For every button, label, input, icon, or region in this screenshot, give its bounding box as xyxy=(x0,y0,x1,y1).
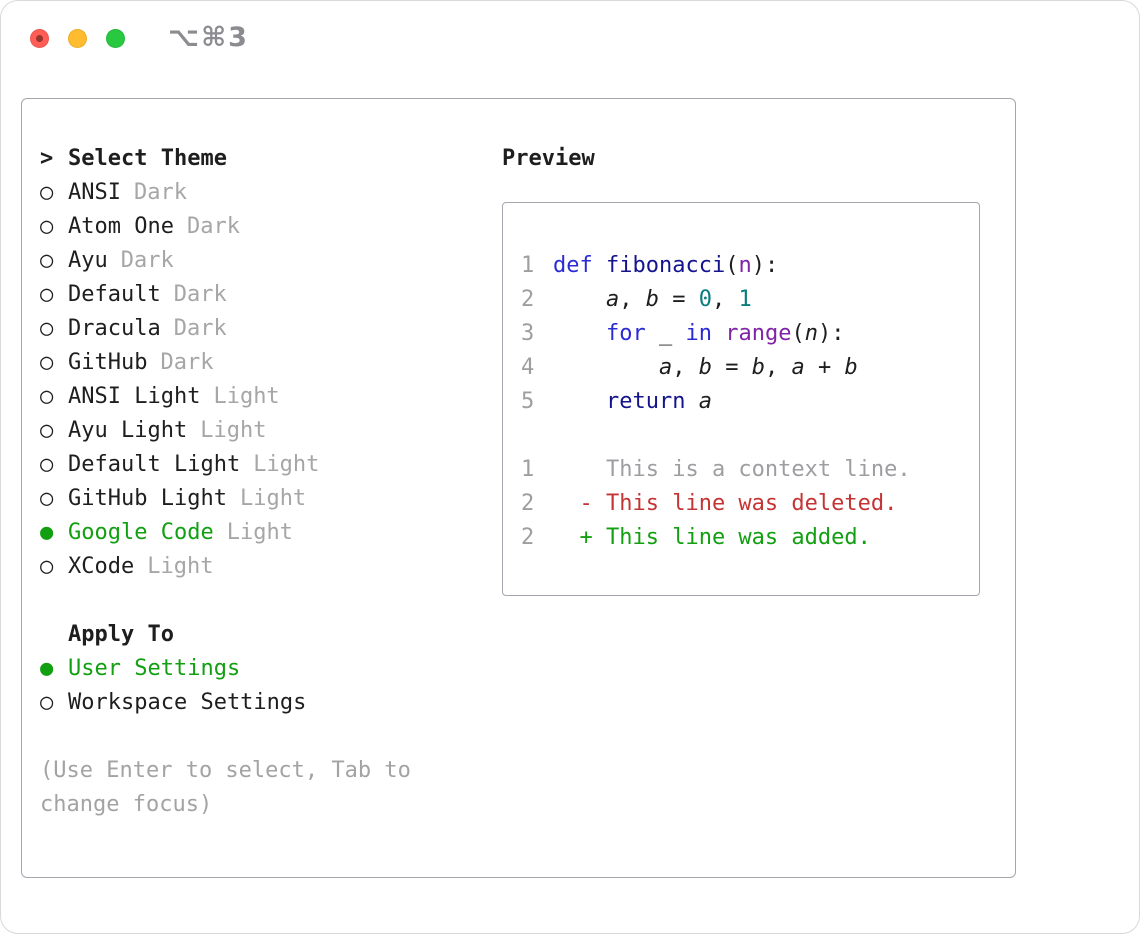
line-number: 2 xyxy=(521,525,535,550)
theme-name: Default xyxy=(68,282,161,307)
apply-to-header: Apply To xyxy=(68,622,174,647)
theme-option[interactable]: ○ GitHub Light Light xyxy=(40,482,502,516)
theme-option[interactable]: ○ Default Light Light xyxy=(40,448,502,482)
radio-icon: ○ xyxy=(40,418,54,443)
line-number: 1 xyxy=(521,253,535,278)
radio-icon: ○ xyxy=(40,486,54,511)
theme-name: Ayu Light xyxy=(68,418,188,443)
radio-icon: ○ xyxy=(40,214,54,239)
theme-variant: Light xyxy=(253,452,320,477)
preview-title: Preview xyxy=(502,146,595,171)
theme-variant: Dark xyxy=(173,316,227,341)
radio-icon: ○ xyxy=(40,350,54,375)
theme-name: XCode xyxy=(68,554,135,579)
line-number: 1 xyxy=(521,457,535,482)
zoom-button[interactable] xyxy=(106,29,125,48)
theme-name: Default Light xyxy=(68,452,241,477)
diff-line: 2 - This line was deleted. xyxy=(521,487,961,521)
theme-option[interactable]: ○ Default Dark xyxy=(40,278,502,312)
apply-to-option[interactable]: ● User Settings xyxy=(40,652,502,686)
code-line: 4 a, b = b, a + b xyxy=(521,351,961,385)
diff-block: 1 This is a context line.2 - This line w… xyxy=(521,453,961,555)
line-number: 3 xyxy=(521,321,535,346)
theme-variant: Light xyxy=(147,554,214,579)
radio-icon: ○ xyxy=(40,452,54,477)
theme-variant: Light xyxy=(213,384,280,409)
help-text: (Use Enter to select, Tab to change focu… xyxy=(40,758,411,817)
radio-icon: ○ xyxy=(40,554,54,579)
line-number: 2 xyxy=(521,491,535,516)
radio-icon: ○ xyxy=(40,690,54,715)
traffic-lights xyxy=(30,29,125,48)
apply-to-label: User Settings xyxy=(68,656,241,681)
select-theme-header: > Select Theme xyxy=(40,142,502,176)
theme-option[interactable]: ○ Ayu Light Light xyxy=(40,414,502,448)
radio-icon: ○ xyxy=(40,180,54,205)
theme-name: GitHub xyxy=(68,350,148,375)
theme-name: GitHub Light xyxy=(68,486,227,511)
diff-line: 1 This is a context line. xyxy=(521,453,961,487)
apply-to-option[interactable]: ○ Workspace Settings xyxy=(40,686,502,720)
theme-variant: Dark xyxy=(186,214,240,239)
theme-option[interactable]: ○ Atom One Dark xyxy=(40,210,502,244)
theme-option[interactable]: ○ ANSI Light Light xyxy=(40,380,502,414)
theme-name: ANSI Light xyxy=(68,384,201,409)
close-button[interactable] xyxy=(30,29,49,48)
theme-variant: Light xyxy=(226,520,293,545)
theme-variant: Light xyxy=(200,418,267,443)
theme-option[interactable]: ○ Dracula Dark xyxy=(40,312,502,346)
radio-icon: ● xyxy=(40,656,54,681)
line-number: 5 xyxy=(521,389,535,414)
radio-icon: ○ xyxy=(40,282,54,307)
code-line: 2 a, b = 0, 1 xyxy=(521,283,961,317)
blank-line xyxy=(521,419,961,453)
radio-icon: ○ xyxy=(40,384,54,409)
theme-name: Google Code xyxy=(68,520,214,545)
apply-to-list: ● User Settings ○ Workspace Settings xyxy=(40,652,502,720)
radio-icon: ● xyxy=(40,520,54,545)
radio-icon: ○ xyxy=(40,248,54,273)
theme-option[interactable]: ○ Ayu Dark xyxy=(40,244,502,278)
line-number: 4 xyxy=(521,355,535,380)
theme-variant: Dark xyxy=(120,248,174,273)
theme-option[interactable]: ● Google Code Light xyxy=(40,516,502,550)
code-line: 5 return a xyxy=(521,385,961,419)
window-titlebar: ⌥⌘3 xyxy=(1,1,1139,98)
minimize-button[interactable] xyxy=(68,29,87,48)
selection-cursor-icon: > xyxy=(40,146,54,171)
theme-variant: Dark xyxy=(160,350,214,375)
line-number: 2 xyxy=(521,287,535,312)
keyboard-shortcut-label: ⌥⌘3 xyxy=(168,22,249,53)
theme-name: Dracula xyxy=(68,316,161,341)
theme-option[interactable]: ○ GitHub Dark xyxy=(40,346,502,380)
theme-option[interactable]: ○ XCode Light xyxy=(40,550,502,584)
theme-variant: Dark xyxy=(133,180,187,205)
radio-icon: ○ xyxy=(40,316,54,341)
diff-line: 2 + This line was added. xyxy=(521,521,961,555)
code-line: 3 for _ in range(n): xyxy=(521,317,961,351)
theme-name: ANSI xyxy=(68,180,121,205)
theme-name: Atom One xyxy=(68,214,174,239)
apply-to-label: Workspace Settings xyxy=(68,690,307,715)
theme-name: Ayu xyxy=(68,248,108,273)
theme-option[interactable]: ○ ANSI Dark xyxy=(40,176,502,210)
select-theme-title: Select Theme xyxy=(68,146,227,171)
theme-variant: Light xyxy=(239,486,307,511)
theme-variant: Dark xyxy=(173,282,227,307)
